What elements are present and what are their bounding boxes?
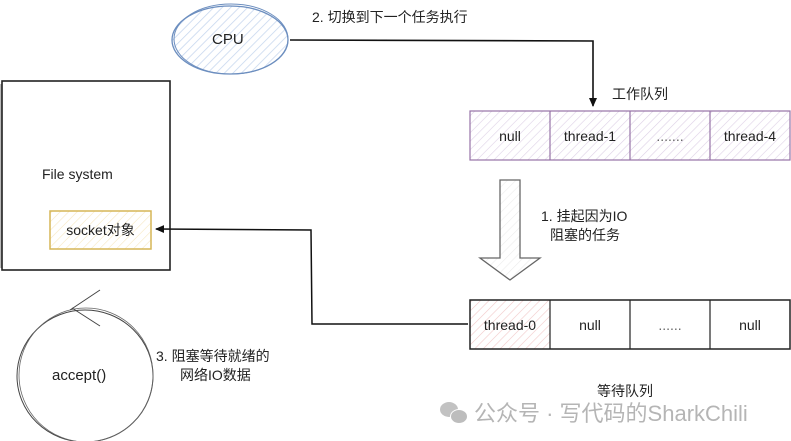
wait-queue-title: 等待队列 <box>597 383 653 399</box>
work-queue-cell: null <box>499 127 521 144</box>
cpu-node <box>171 3 289 75</box>
work-queue-cell: ....... <box>656 127 684 144</box>
work-queue-shape <box>469 110 791 161</box>
suspend-label-line1: 1. 挂起因为IO <box>541 208 628 224</box>
wait-queue-cell: ...... <box>658 316 682 333</box>
accept-label: accept() <box>52 367 107 384</box>
file-system-label: File system <box>42 166 113 182</box>
suspend-down-arrow <box>478 179 542 281</box>
wait-to-socket-arrow <box>155 225 468 325</box>
wait-queue-cell: null <box>739 316 761 333</box>
socket-object-box <box>49 210 152 250</box>
blocking-label-line1: 3. 阻塞等待就绪的 <box>156 348 270 364</box>
wait-queue-cell: thread-0 <box>483 316 537 333</box>
switch-task-label: 2. 切换到下一个任务执行 <box>312 9 468 25</box>
work-queue-cell: thread-1 <box>563 127 617 144</box>
suspend-label-line2: 阻塞的任务 <box>550 227 620 243</box>
wait-queue-shape <box>469 299 791 350</box>
wechat-icon <box>440 400 468 424</box>
watermark-text: 公众号 · 写代码的SharkChili <box>474 401 748 426</box>
work-queue-cell: thread-4 <box>723 127 777 144</box>
socket-object-label: socket对象 <box>66 222 135 238</box>
wait-queue-cell: null <box>579 316 601 333</box>
switch-arrow <box>289 39 597 107</box>
blocking-label-line2: 网络IO数据 <box>180 367 251 383</box>
accept-node <box>16 289 154 441</box>
watermark: 公众号 · 写代码的SharkChili <box>440 396 748 428</box>
cpu-label: CPU <box>212 31 244 48</box>
work-queue-title: 工作队列 <box>612 86 668 102</box>
